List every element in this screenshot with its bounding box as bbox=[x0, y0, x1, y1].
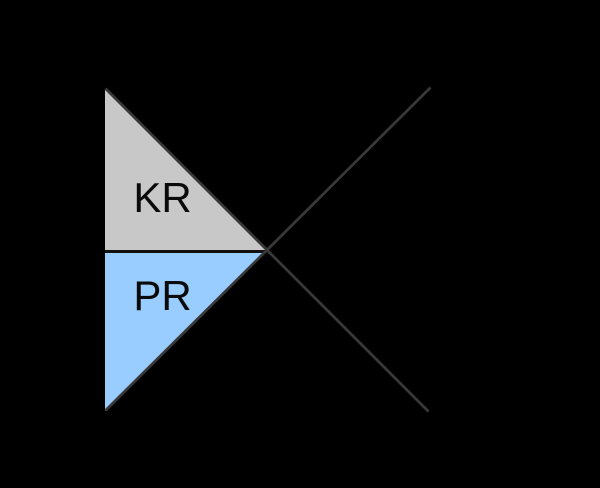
supply-curve bbox=[104, 86, 432, 412]
producer-surplus-label: PR bbox=[133, 272, 191, 319]
consumer-surplus-label: KR bbox=[133, 174, 191, 221]
